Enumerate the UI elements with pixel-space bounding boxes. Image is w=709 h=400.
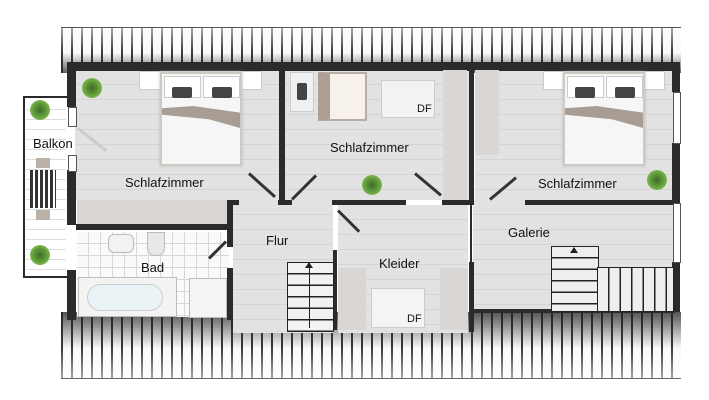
wall-divider-left — [279, 62, 285, 202]
skylight-kleider — [371, 288, 425, 328]
window-right-lower — [673, 203, 681, 263]
plant-icon — [30, 100, 50, 120]
wall-bad-right-lower — [227, 268, 233, 320]
bed-throw — [565, 106, 643, 128]
bathtub — [78, 277, 177, 317]
chair — [297, 83, 307, 100]
wall-right-upper — [672, 62, 680, 92]
plant-icon — [647, 170, 667, 190]
wall-hall-top-d — [442, 200, 474, 205]
nightstand — [240, 71, 262, 90]
room-label-bad: Bad — [141, 260, 165, 275]
wall-balkon — [23, 96, 71, 278]
skylight-label-center: DF — [417, 103, 432, 115]
staircase-galerie — [551, 246, 599, 312]
cushion — [172, 87, 192, 98]
nightstand — [643, 71, 665, 90]
cushion — [615, 87, 635, 98]
balcony-chair — [36, 158, 50, 168]
cushion — [212, 87, 232, 98]
bed-throw — [162, 106, 240, 128]
wall-right-lower — [672, 262, 680, 312]
wall-left-mid — [67, 170, 76, 225]
wall-top — [67, 62, 680, 71]
window-balkon-upper — [68, 107, 77, 127]
wall-kleider-right-thin — [470, 202, 472, 262]
stair-arrow-head-icon — [570, 247, 578, 253]
wall-divider-right — [469, 62, 474, 202]
wall-left-lower — [67, 270, 76, 320]
balcony-chair — [36, 210, 50, 220]
wall-kleider-left — [333, 250, 337, 330]
room-label-galerie: Galerie — [508, 225, 550, 240]
stair-arrow-up-icon — [309, 262, 310, 328]
room-label-schlafzimmer-right: Schlafzimmer — [538, 176, 617, 191]
window-balkon-lower — [68, 155, 77, 172]
staircase-galerie-run — [597, 267, 674, 312]
room-label-schlafzimmer-center: Schlafzimmer — [330, 140, 409, 155]
bathtub-basin — [87, 284, 163, 311]
skylight-label-kleider: DF — [407, 313, 422, 325]
wall-bad-top — [76, 224, 230, 230]
wall-hall-top-a — [227, 200, 239, 205]
plant-icon — [30, 245, 50, 265]
wall-left-upper — [67, 62, 76, 107]
staircase-flur — [287, 262, 334, 332]
wall-right-mid — [672, 143, 680, 203]
room-label-balkon: Balkon — [33, 136, 73, 151]
plant-icon — [82, 78, 102, 98]
double-bed-right — [563, 72, 645, 166]
room-label-flur: Flur — [266, 233, 289, 248]
closet-kleider-left — [338, 268, 366, 330]
closet-right-room — [475, 70, 499, 155]
plant-icon — [362, 175, 382, 195]
desk — [290, 72, 314, 112]
wardrobe-left-bedroom — [77, 200, 229, 225]
room-label-schlafzimmer-left: Schlafzimmer — [125, 175, 204, 190]
stair-arrow-head-icon — [305, 262, 313, 268]
balcony-table — [30, 170, 56, 208]
sink — [108, 234, 134, 253]
wall-kleider-right — [469, 262, 474, 332]
skylight-center — [381, 80, 435, 118]
wall-hall-top-c — [332, 200, 406, 205]
nightstand — [543, 71, 565, 90]
toilet — [147, 232, 165, 256]
double-bed-left — [160, 72, 242, 166]
window-right-upper — [673, 92, 681, 144]
wall-bad-right-upper — [227, 200, 233, 247]
cushion — [575, 87, 595, 98]
closet-center — [443, 70, 467, 200]
wall-hall-top-b — [278, 200, 292, 205]
room-label-kleider: Kleider — [379, 256, 420, 271]
single-bed-center — [318, 72, 367, 121]
shower — [189, 278, 227, 318]
nightstand — [139, 71, 161, 90]
closet-kleider-right — [440, 268, 468, 330]
wall-galerie-top — [525, 200, 675, 205]
